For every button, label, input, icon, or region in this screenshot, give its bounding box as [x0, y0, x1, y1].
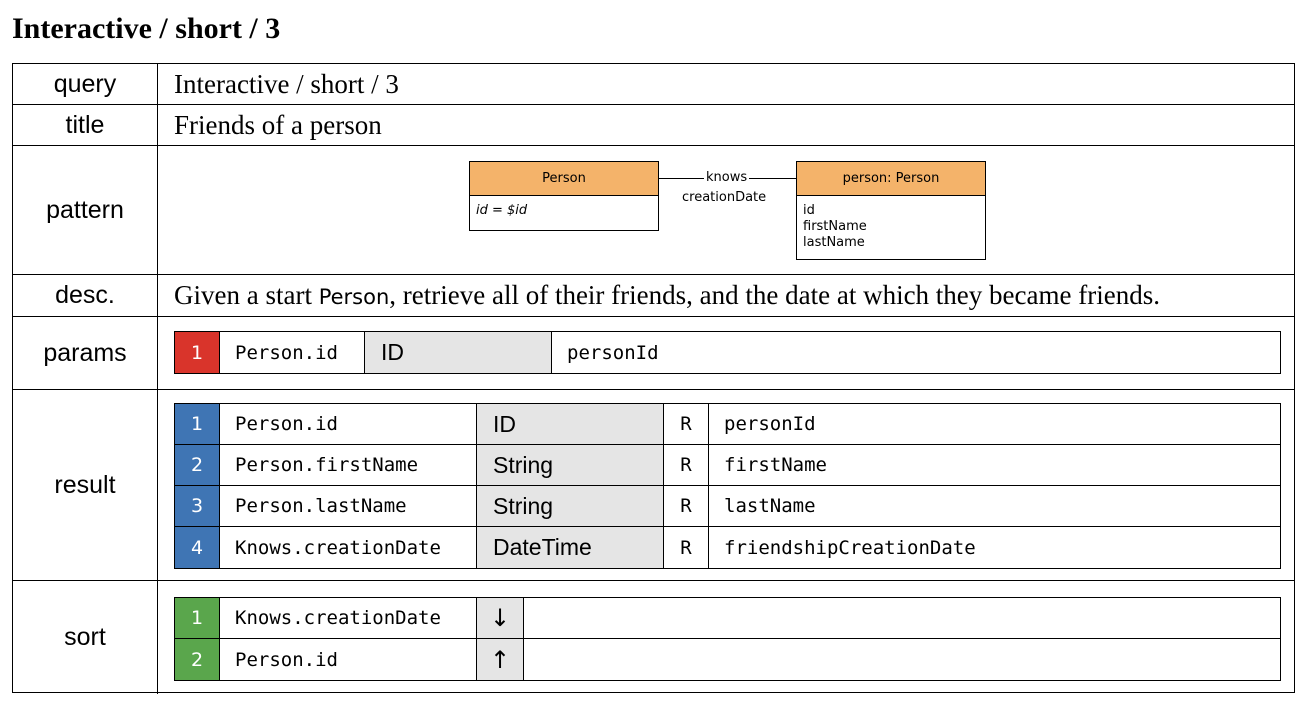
result-number: 1 — [175, 404, 220, 444]
sort-ascending-icon: ↑ — [476, 639, 524, 680]
result-attribute: Person.lastName — [235, 495, 407, 517]
result-cell: 1 Person.id ID R personId 2 Person.first… — [158, 390, 1294, 580]
result-row: 1 Person.id ID R personId — [175, 404, 1280, 445]
param-number: 1 — [175, 332, 220, 373]
row-sort: sort 1 Knows.creationDate ↓ 2 Person.id … — [13, 581, 1294, 694]
param-row: 1 Person.id ID personId — [175, 332, 1280, 373]
key-desc: desc. — [13, 275, 158, 316]
node-friend-label: person: Person — [797, 162, 985, 196]
result-type: String — [476, 445, 664, 485]
node-friend-attr: firstName — [803, 219, 867, 234]
row-title: title Friends of a person — [13, 105, 1294, 146]
result-flag: R — [664, 404, 709, 444]
title-value: Friends of a person — [174, 110, 382, 140]
desc-entity: Person — [318, 285, 390, 309]
result-flag: R — [664, 527, 709, 568]
param-type: ID — [364, 332, 552, 373]
row-desc: desc. Given a start Person, retrieve all… — [13, 275, 1294, 317]
result-name: firstName — [724, 454, 827, 476]
result-type: ID — [476, 404, 664, 444]
sort-cell: 1 Knows.creationDate ↓ 2 Person.id ↑ — [158, 581, 1294, 694]
result-name: lastName — [724, 495, 816, 517]
pattern-diagram: Person id = $id knows creationDate perso… — [158, 146, 1296, 274]
desc-text: Given a start — [174, 280, 319, 310]
page-title: Interactive / short / 3 — [12, 12, 281, 45]
node-friend-attr: id — [803, 203, 815, 218]
result-name: personId — [724, 413, 816, 435]
key-pattern: pattern — [13, 146, 158, 274]
key-title: title — [13, 105, 158, 145]
desc-text: , retrieve all of their friends, and the… — [389, 280, 1160, 310]
node-friend-person: person: Person id firstName lastName — [796, 161, 986, 260]
result-flag: R — [664, 445, 709, 485]
result-number: 3 — [175, 486, 220, 526]
sort-row: 2 Person.id ↑ — [175, 639, 1280, 680]
query-spec-table: query Interactive / short / 3 title Frie… — [12, 63, 1295, 694]
param-name: personId — [567, 341, 659, 364]
node-friend-attr: lastName — [803, 235, 865, 250]
result-attribute: Person.id — [235, 413, 338, 435]
edge-knows-property: creationDate — [682, 190, 767, 205]
key-query: query — [13, 64, 158, 104]
result-row: 2 Person.firstName String R firstName — [175, 445, 1280, 486]
result-type: String — [476, 486, 664, 526]
sort-row: 1 Knows.creationDate ↓ — [175, 598, 1280, 639]
key-result: result — [13, 390, 158, 580]
node-person: Person id = $id — [469, 161, 659, 231]
result-table: 1 Person.id ID R personId 2 Person.first… — [174, 403, 1281, 569]
row-result: result 1 Person.id ID R personId 2 Perso… — [13, 390, 1294, 581]
row-pattern: pattern Person id = $id knows creationDa… — [13, 146, 1294, 275]
sort-attribute: Person.id — [235, 648, 338, 671]
params-table: 1 Person.id ID personId — [174, 331, 1281, 374]
pattern-diagram-cell: Person id = $id knows creationDate perso… — [158, 146, 1294, 274]
sort-table: 1 Knows.creationDate ↓ 2 Person.id ↑ — [174, 597, 1281, 681]
result-number: 4 — [175, 527, 220, 568]
param-attribute: Person.id — [235, 341, 338, 364]
row-params: params 1 Person.id ID personId — [13, 317, 1294, 390]
result-row: 3 Person.lastName String R lastName — [175, 486, 1280, 527]
node-person-label: Person — [470, 162, 658, 196]
desc-value: Given a start Person, retrieve all of th… — [158, 275, 1294, 316]
query-value: Interactive / short / 3 — [174, 69, 399, 99]
key-params: params — [13, 317, 158, 389]
sort-number: 2 — [175, 639, 220, 680]
sort-descending-icon: ↓ — [476, 598, 524, 638]
result-number: 2 — [175, 445, 220, 485]
params-cell: 1 Person.id ID personId — [158, 317, 1294, 389]
sort-number: 1 — [175, 598, 220, 638]
sort-attribute: Knows.creationDate — [235, 607, 441, 629]
result-attribute: Person.firstName — [235, 454, 419, 476]
key-sort: sort — [13, 581, 158, 694]
result-name: friendshipCreationDate — [724, 536, 976, 559]
result-attribute: Knows.creationDate — [235, 536, 441, 559]
result-flag: R — [664, 486, 709, 526]
row-query: query Interactive / short / 3 — [13, 64, 1294, 105]
result-type: DateTime — [476, 527, 664, 568]
result-row: 4 Knows.creationDate DateTime R friendsh… — [175, 527, 1280, 568]
edge-knows-label: knows — [704, 170, 750, 186]
node-friend-attrs: id firstName lastName — [797, 196, 985, 258]
node-person-condition: id = $id — [476, 203, 528, 218]
